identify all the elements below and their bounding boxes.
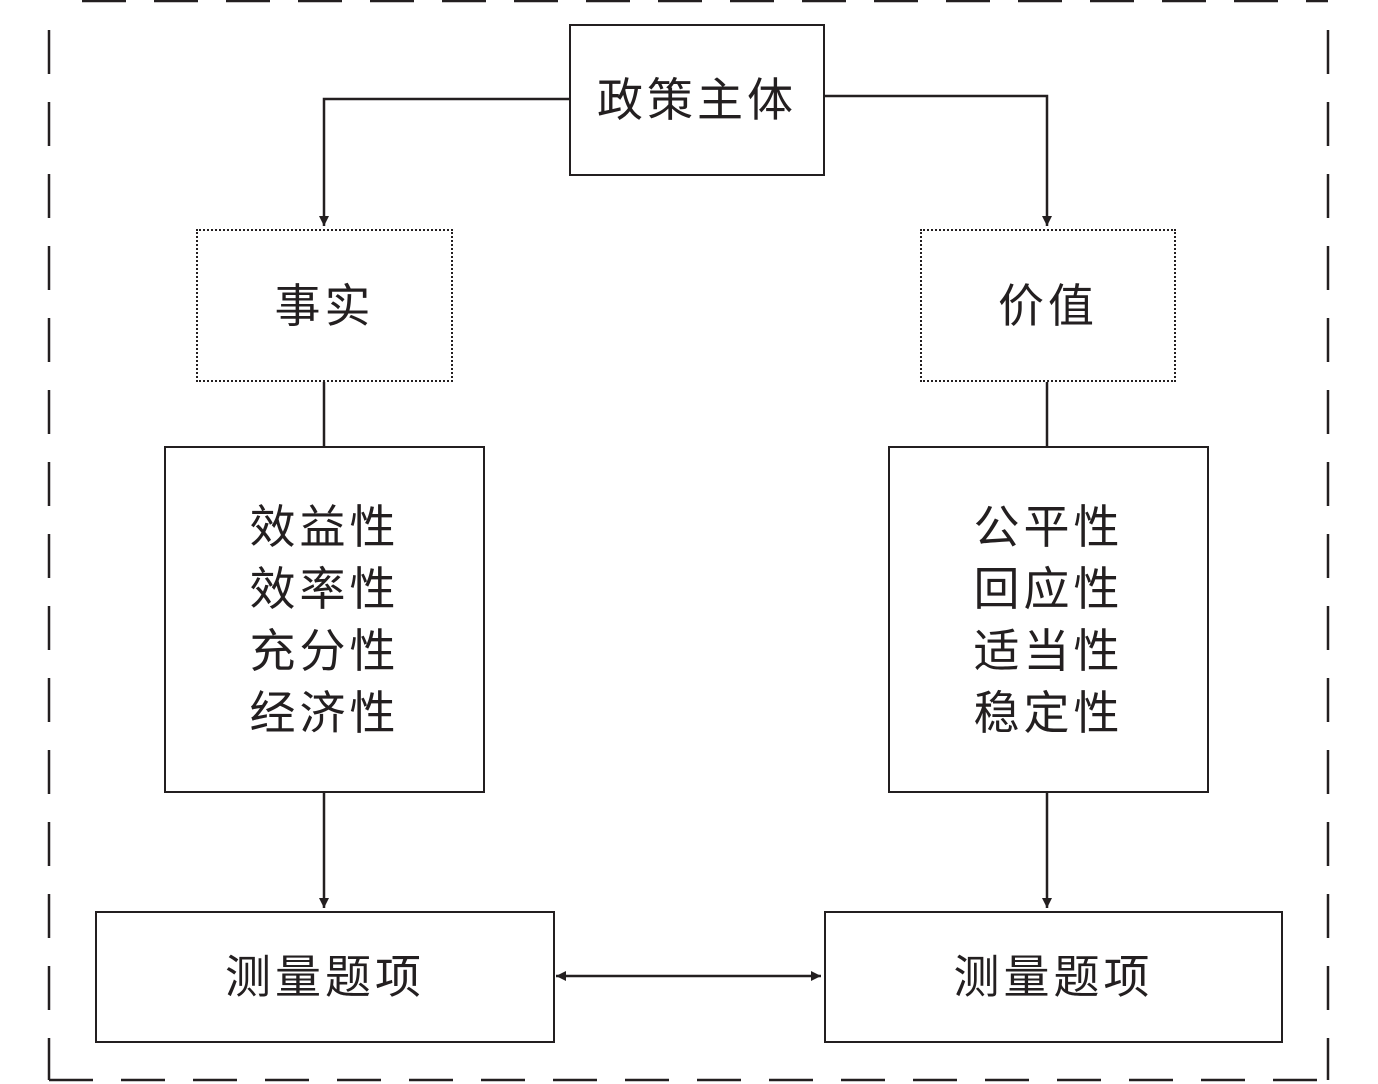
value-label: 价值 [998, 278, 1098, 333]
value-criterion: 回应性 [973, 561, 1124, 616]
fact-criterion: 效率性 [249, 561, 400, 616]
fact-criterion: 充分性 [249, 623, 400, 678]
fact-criteria-box: 效益性 效率性 充分性 经济性 [164, 446, 485, 793]
policy-subject-node: 政策主体 [569, 24, 825, 176]
fact-criterion: 经济性 [249, 685, 400, 740]
arrow-policy-to-fact [319, 97, 569, 226]
value-criteria-list: 公平性 回应性 适当性 稳定性 [974, 496, 1124, 744]
arrow-policy-to-value [825, 94, 1052, 226]
value-criteria-box: 公平性 回应性 适当性 稳定性 [888, 446, 1209, 793]
fact-criterion: 效益性 [249, 499, 400, 554]
value-criterion: 适当性 [973, 623, 1124, 678]
fact-label: 事实 [274, 278, 375, 333]
value-measurement-label: 测量题项 [953, 950, 1154, 1004]
policy-subject-label: 政策主体 [597, 73, 797, 127]
value-node: 价值 [920, 229, 1176, 382]
value-measurement-items-box: 测量题项 [824, 911, 1283, 1043]
fact-measurement-label: 测量题项 [225, 950, 425, 1004]
value-criterion: 公平性 [973, 499, 1124, 554]
fact-measurement-items-box: 测量题项 [95, 911, 555, 1043]
fact-criteria-list: 效益性 效率性 充分性 经济性 [250, 496, 400, 744]
outer-dashed-frame [47, 0, 1330, 1082]
fact-node: 事实 [196, 229, 453, 382]
value-criterion: 稳定性 [973, 685, 1124, 740]
